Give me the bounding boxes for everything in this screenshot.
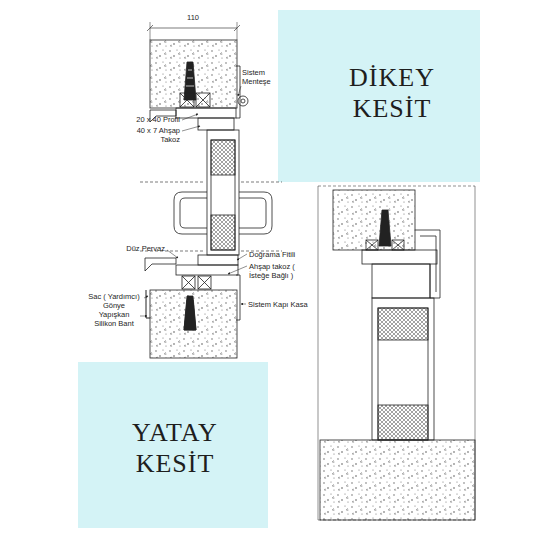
section-title-panel: DİKEY KESİT	[278, 10, 480, 182]
part-label: Sistem Kapı Kasa	[248, 300, 320, 309]
part-label: Düz Pervaz	[105, 244, 165, 253]
part-label: Ahşap takoz ( İsteğe Bağlı )	[249, 262, 315, 280]
part-label: 20 x 40 Profil	[110, 115, 180, 124]
section-title: YATAY KESİT	[100, 417, 250, 479]
part-label: Yapışkan Silikon Bant	[90, 310, 138, 328]
dimension-label: 110	[178, 13, 208, 22]
section-title-panel: YATAY KESİT	[78, 362, 268, 528]
part-label: Doğrama Fitili	[249, 250, 315, 259]
part-label: Sac ( Yardımcı) Gönye	[86, 292, 142, 310]
part-label: 40 x 7 Ahşap Takoz	[126, 126, 180, 144]
part-label: Sistem Menteşe	[242, 68, 282, 86]
section-title: DİKEY KESİT	[340, 62, 444, 124]
horizontal-section	[318, 186, 475, 520]
